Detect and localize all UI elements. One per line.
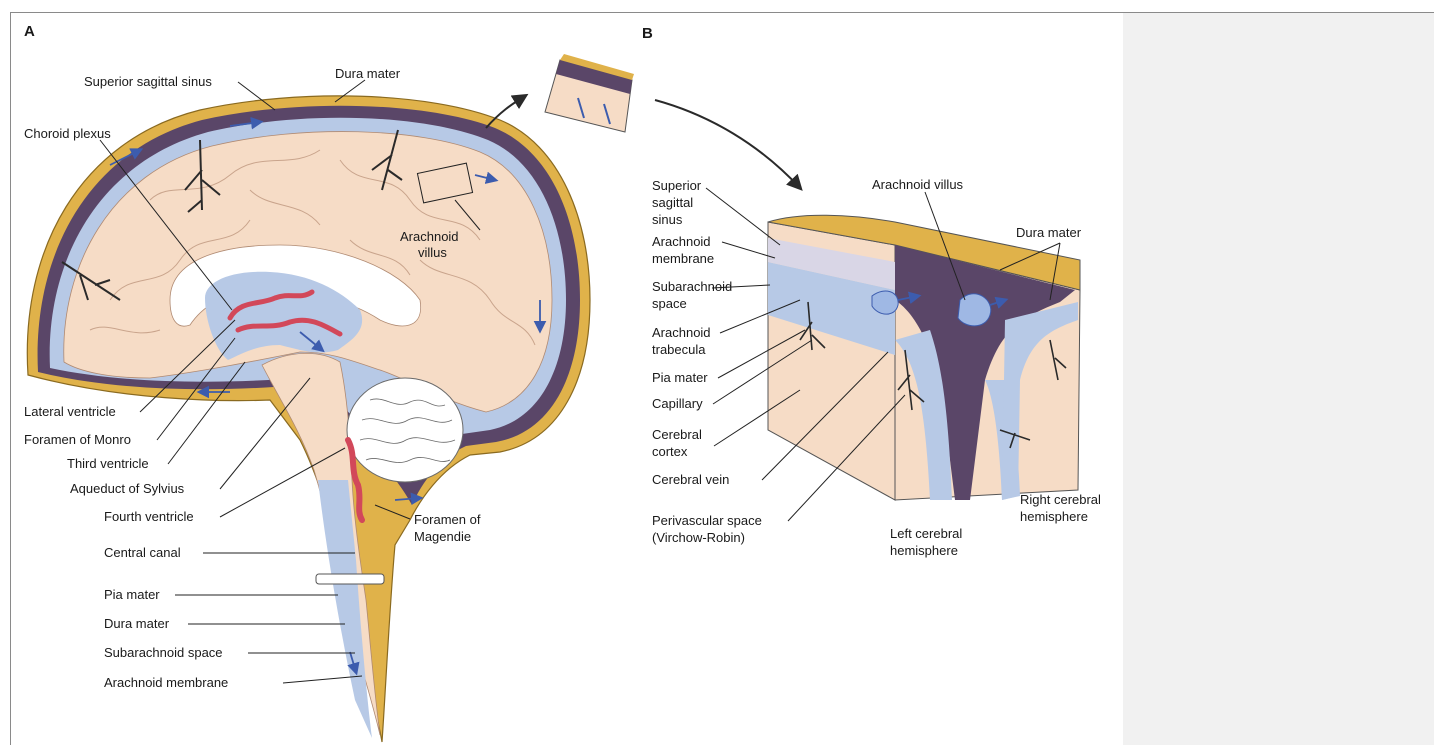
- label-b-trabecula-1: Arachnoid: [652, 325, 711, 340]
- spinal-cut-ring: [316, 574, 384, 584]
- label-b-cortex-2: cortex: [652, 444, 688, 459]
- label-b-perivascular-1: Perivascular space: [652, 513, 762, 528]
- label-b-pia-mater: Pia mater: [652, 370, 708, 385]
- label-b-arachnoid-membrane-2: membrane: [652, 251, 714, 266]
- panel-b-label: B: [642, 25, 653, 42]
- label-b-subarachnoid-1: Subarachnoid: [652, 279, 732, 294]
- label-b-arachnoid-membrane-1: Arachnoid: [652, 234, 711, 249]
- label-b-right-hemisphere-1: Right cerebral: [1020, 492, 1101, 507]
- label-aqueduct-of-sylvius: Aqueduct of Sylvius: [70, 481, 185, 496]
- label-foramen-of-magendie-1: Foramen of: [414, 512, 481, 527]
- cerebellum: [347, 378, 463, 482]
- label-b-arachnoid-villus: Arachnoid villus: [872, 177, 964, 192]
- arachnoid-villus-blob-2: [872, 291, 898, 314]
- label-b-left-hemisphere-1: Left cerebral: [890, 526, 962, 541]
- label-superior-sagittal-sinus: Superior sagittal sinus: [84, 74, 212, 89]
- label-arachnoid-membrane-a: Arachnoid membrane: [104, 675, 228, 690]
- label-dura-mater-top: Dura mater: [335, 66, 401, 81]
- label-subarachnoid-space-a: Subarachnoid space: [104, 645, 223, 660]
- label-third-ventricle: Third ventricle: [67, 456, 149, 471]
- label-b-capillary: Capillary: [652, 396, 703, 411]
- label-b-superior-3: sinus: [652, 212, 683, 227]
- label-b-left-hemisphere-2: hemisphere: [890, 543, 958, 558]
- label-b-perivascular-2: (Virchow-Robin): [652, 530, 745, 545]
- label-arachnoid-villus-a1: Arachnoid: [400, 229, 459, 244]
- label-arachnoid-villus-a2: villus: [418, 245, 447, 260]
- arrow-to-detail-2: [655, 100, 800, 188]
- label-lateral-ventricle: Lateral ventricle: [24, 404, 116, 419]
- label-b-right-hemisphere-2: hemisphere: [1020, 509, 1088, 524]
- label-b-superior-2: sagittal: [652, 195, 693, 210]
- small-tissue-block: [545, 54, 634, 132]
- label-b-superior-1: Superior: [652, 178, 702, 193]
- label-central-canal: Central canal: [104, 545, 181, 560]
- arachnoid-villus-blob-1: [958, 294, 991, 326]
- label-dura-mater-a: Dura mater: [104, 616, 170, 631]
- label-foramen-of-monro: Foramen of Monro: [24, 432, 131, 447]
- label-b-cerebral-vein: Cerebral vein: [652, 472, 729, 487]
- label-fourth-ventricle: Fourth ventricle: [104, 509, 194, 524]
- label-pia-mater-a: Pia mater: [104, 587, 160, 602]
- label-foramen-of-magendie-2: Magendie: [414, 529, 471, 544]
- panel-a-label: A: [24, 23, 35, 40]
- label-choroid-plexus: Choroid plexus: [24, 126, 111, 141]
- label-b-subarachnoid-2: space: [652, 296, 687, 311]
- label-b-dura-mater: Dura mater: [1016, 225, 1082, 240]
- label-b-cortex-1: Cerebral: [652, 427, 702, 442]
- label-b-trabecula-2: trabecula: [652, 342, 706, 357]
